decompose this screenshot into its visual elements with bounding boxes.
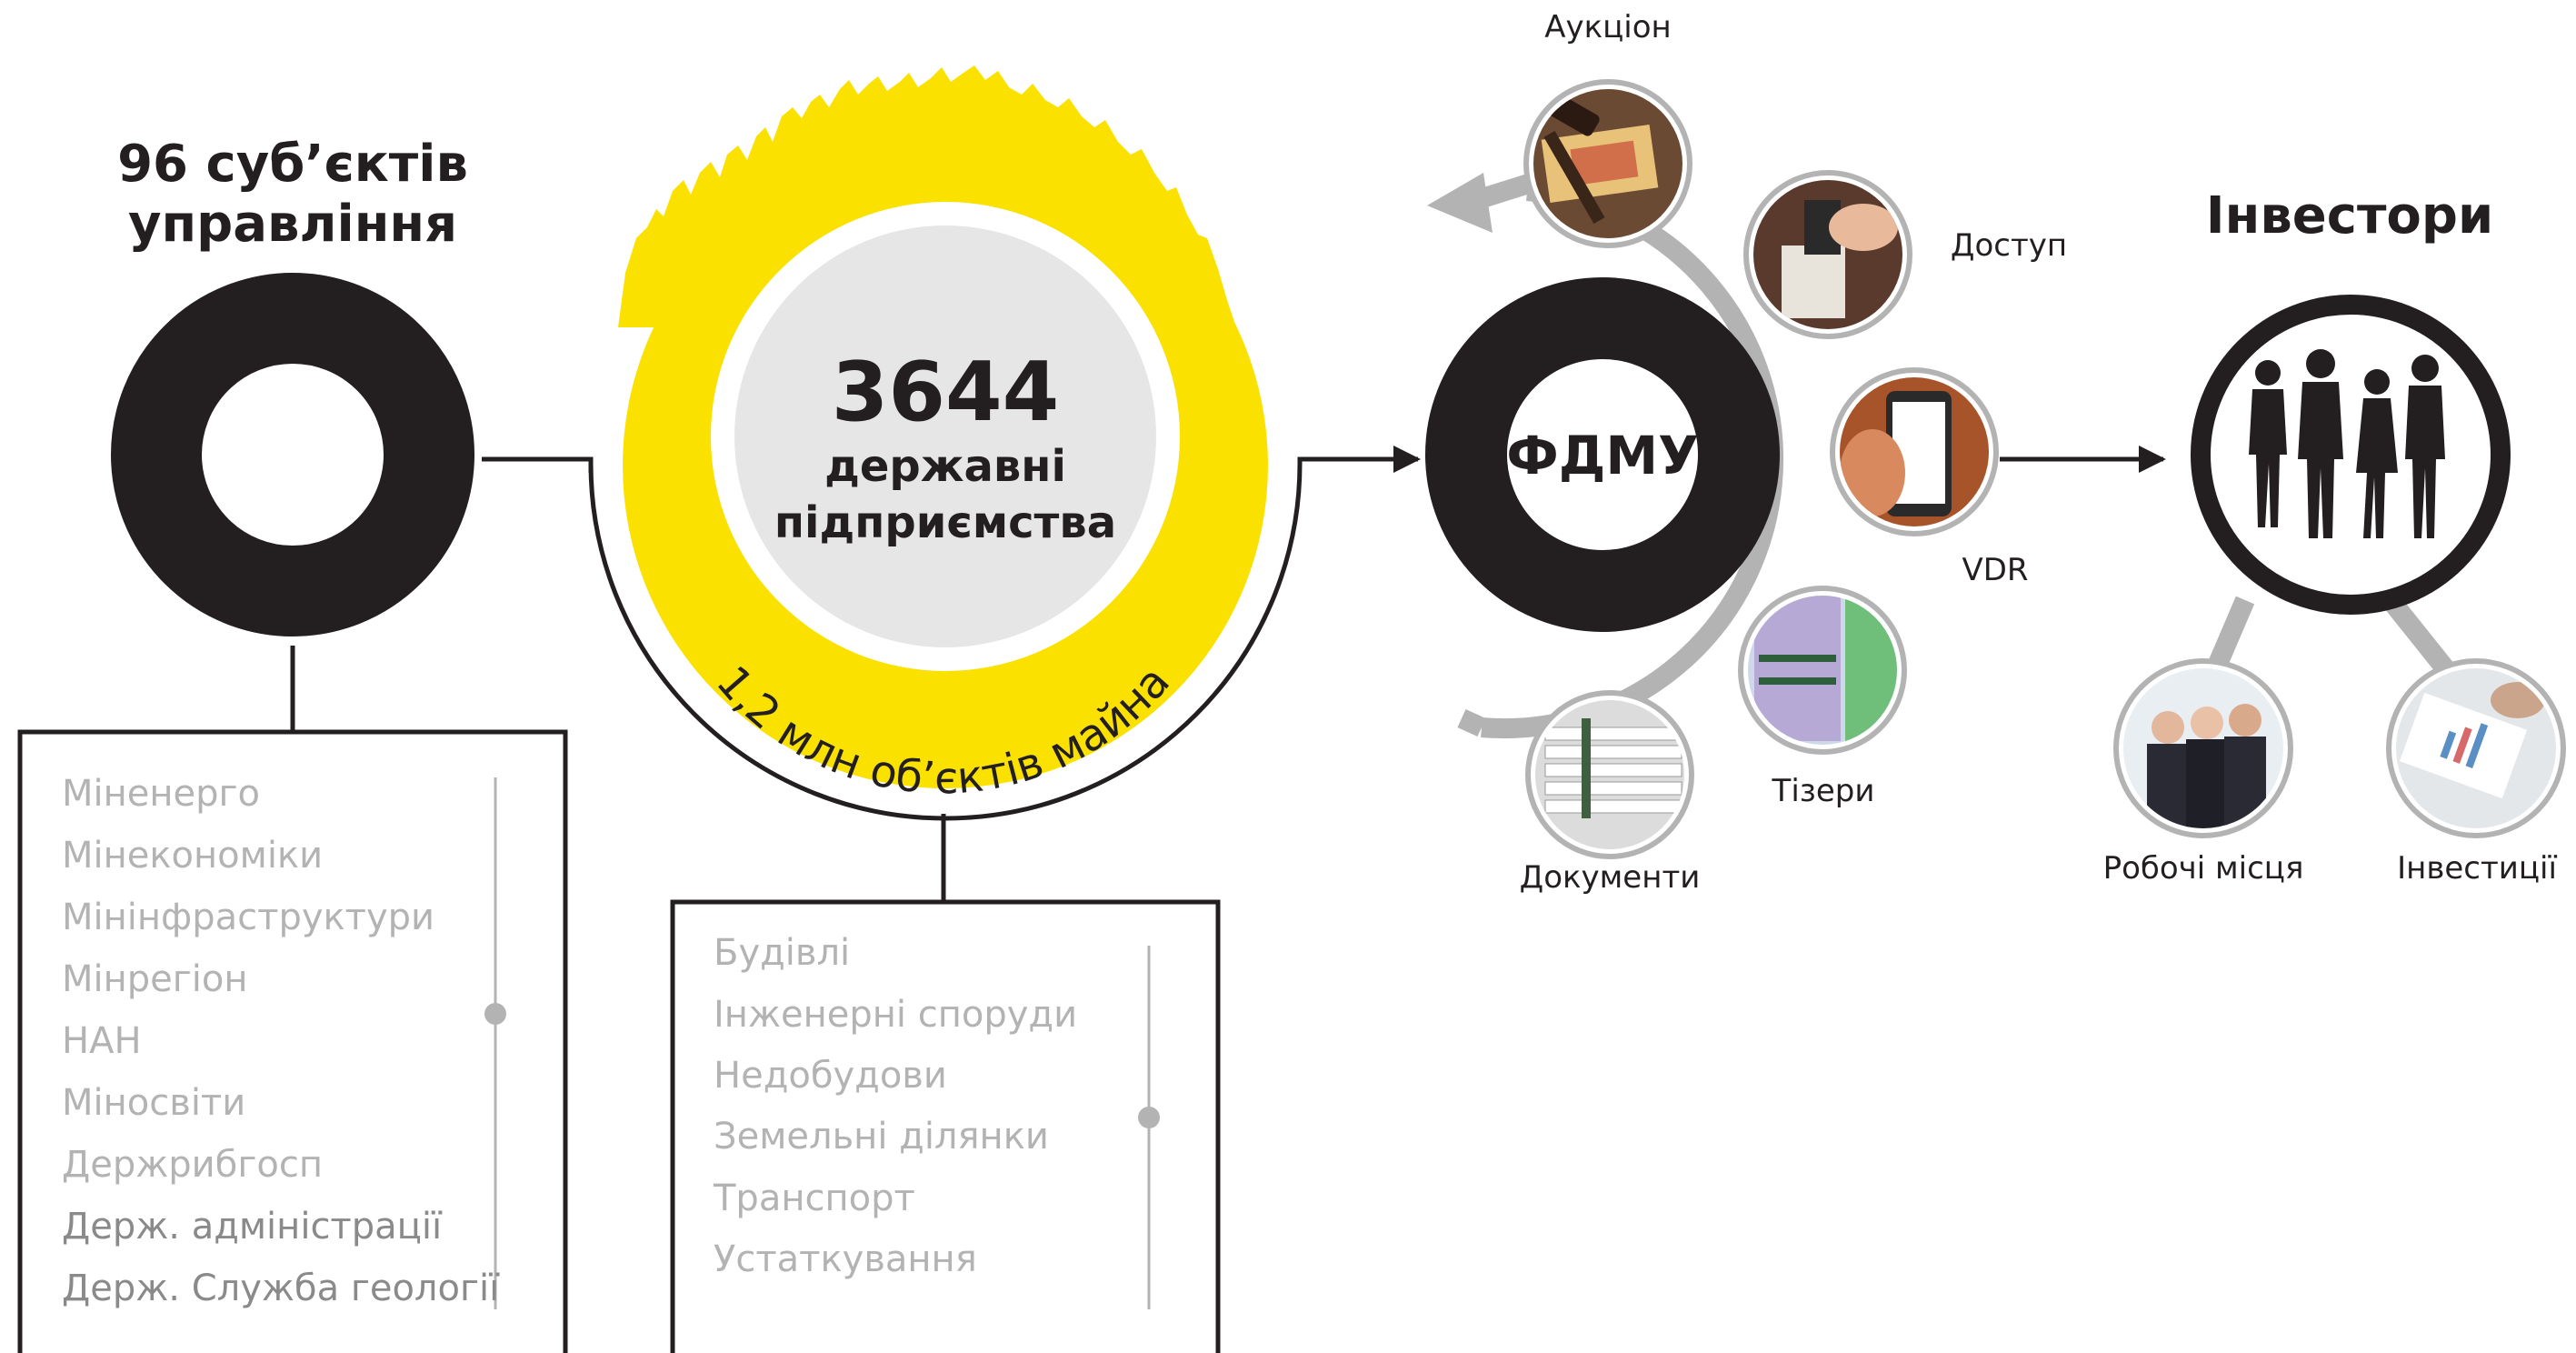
satellite-access[interactable]: [1743, 170, 1912, 339]
phone-vdr-photo: [1840, 377, 1989, 526]
fdmu-label: ФДМУ: [1506, 425, 1699, 486]
satellite-auction[interactable]: [1523, 79, 1692, 248]
investment-chart-photo: [2396, 668, 2556, 828]
orbit-arrowhead-icon: [1427, 173, 1493, 233]
list-item[interactable]: Міненерго: [62, 773, 261, 815]
list-item[interactable]: НАН: [62, 1020, 142, 1062]
list-item[interactable]: Мінекономіки: [62, 835, 324, 877]
enterprises-label-line1: державні: [824, 441, 1066, 492]
list-item[interactable]: Мінінфраструктури: [62, 897, 435, 938]
orbit-return-arc: [1457, 708, 1486, 737]
list-item[interactable]: Держ. Служба геології: [62, 1268, 500, 1309]
caption-investments: Інвестиції: [2397, 850, 2557, 887]
enterprises-circle: [618, 65, 1268, 788]
enterprises-label: державні підприємства: [727, 438, 1163, 551]
access-card-photo: [1753, 180, 1902, 329]
list-item[interactable]: Інженерні споруди: [714, 994, 1078, 1036]
satellite-teasers[interactable]: [1738, 586, 1907, 755]
satellite-jobs[interactable]: [2113, 658, 2293, 838]
connector-center-to-fdmu: [1297, 446, 1421, 473]
list-item[interactable]: Держрибгосп: [62, 1144, 323, 1186]
auction-photo: [1533, 89, 1682, 238]
list-item[interactable]: Держ. адміністрації: [62, 1206, 443, 1248]
enterprises-inner-disc: [734, 226, 1156, 647]
investors-ring: [2191, 295, 2511, 615]
list-item[interactable]: Міносвіти: [62, 1082, 246, 1124]
list-item[interactable]: Мінрегіон: [62, 958, 248, 1000]
connectors: [290, 446, 2166, 902]
documents-stack-photo: [1535, 700, 1684, 849]
enterprises-label-line2: підприємства: [774, 497, 1117, 548]
fdmu-ring: [1425, 277, 1780, 632]
list-item[interactable]: Земельні ділянки: [714, 1116, 1049, 1158]
ministries-box: [17, 729, 568, 1353]
property-types-box: [670, 899, 1221, 1353]
caption-documents: Документи: [1519, 859, 1701, 896]
investors-silhouette-icon: [2249, 349, 2445, 538]
satellite-investments[interactable]: [2386, 658, 2566, 838]
list-item[interactable]: Будівлі: [714, 932, 851, 974]
list-item[interactable]: Транспорт: [714, 1178, 915, 1219]
investors-links: [2208, 594, 2453, 675]
property-types-list: Будівлі Інженерні споруди Недобудови Зем…: [714, 932, 1132, 1314]
management-ring: [111, 273, 474, 636]
list-item[interactable]: Недобудови: [714, 1055, 947, 1097]
property-scrollbar-thumb[interactable]: [1138, 1107, 1160, 1128]
caption-auction: Аукціон: [1544, 9, 1672, 45]
ministries-list: Міненерго Мінекономіки Мінінфраструктури…: [62, 773, 499, 1318]
investors-title: Інвестори: [2205, 186, 2494, 246]
caption-teasers: Тізери: [1772, 773, 1875, 809]
satellite-documents[interactable]: [1525, 690, 1694, 859]
enterprises-number: 3644: [831, 345, 1060, 440]
caption-jobs: Робочі місця: [2102, 850, 2304, 887]
management-title: 96 суб’єктів управління: [84, 135, 502, 255]
management-title-line2: управління: [127, 195, 458, 254]
ministries-scrollbar-thumb[interactable]: [484, 1003, 506, 1025]
connector-left-to-center: [482, 456, 594, 473]
management-title-line1: 96 суб’єктів: [117, 135, 468, 194]
caption-vdr: VDR: [1962, 552, 2029, 588]
satellite-vdr[interactable]: [1830, 367, 1999, 536]
caption-access: Доступ: [1950, 227, 2068, 264]
list-item[interactable]: Устаткування: [714, 1238, 977, 1280]
